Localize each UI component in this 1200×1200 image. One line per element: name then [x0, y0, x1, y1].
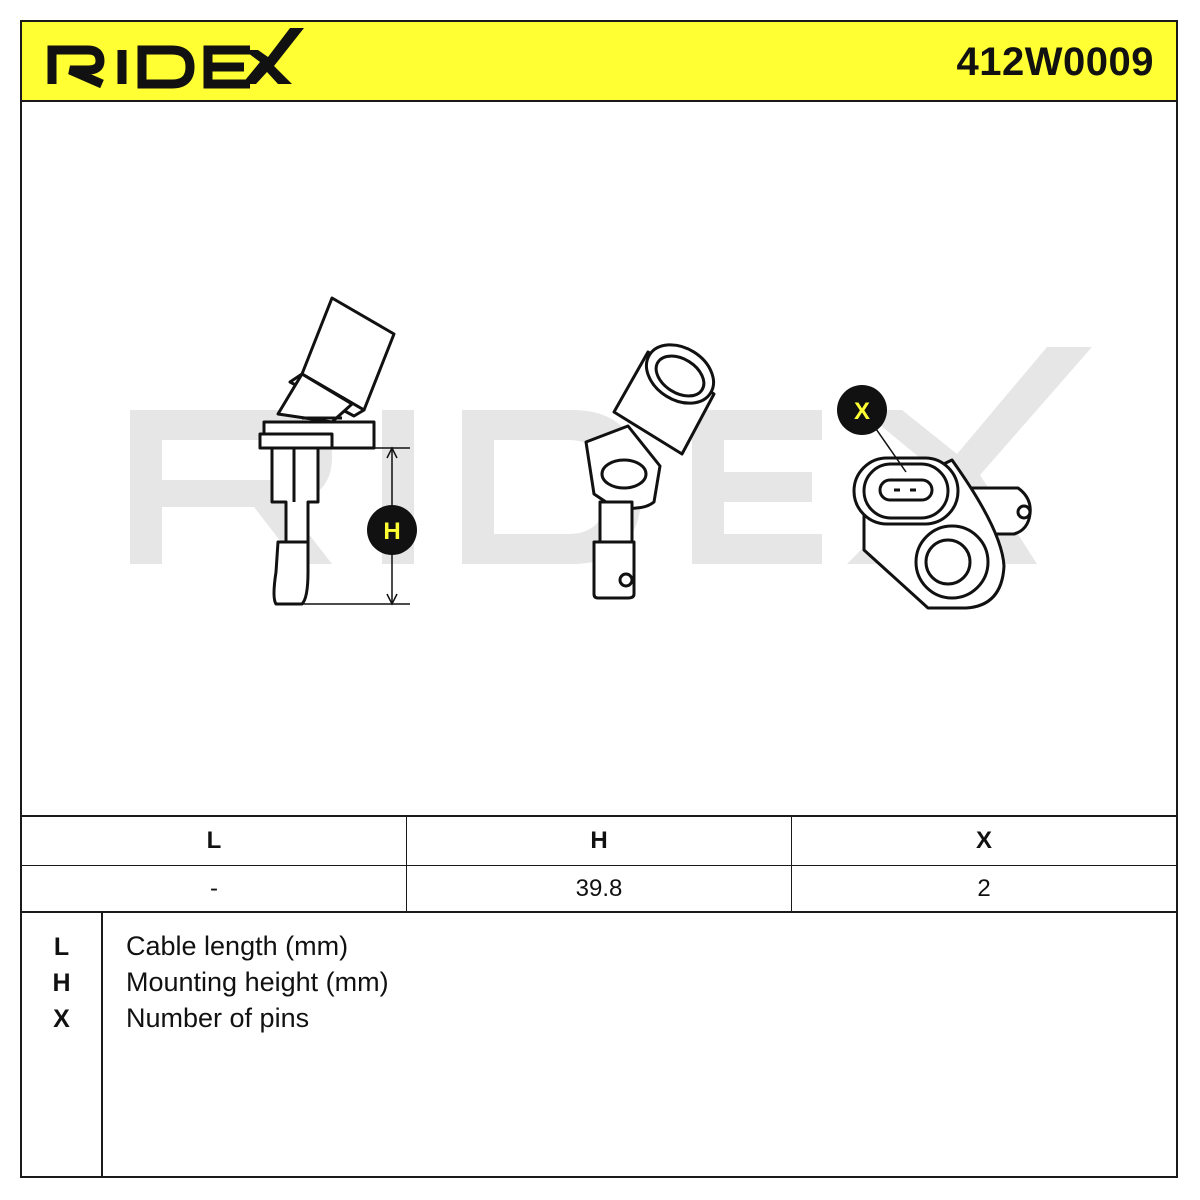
sensor-angled-view [584, 343, 716, 600]
callout-x-badge [837, 385, 887, 435]
callout-h-label: H [383, 518, 400, 545]
spec-table: L H X - 39.8 2 [22, 815, 1176, 913]
legend-desc-h: Mounting height (mm) [126, 967, 389, 997]
spec-header-l: L [22, 817, 407, 865]
spec-value-x: 2 [977, 875, 991, 902]
part-number: 412W0009 [956, 40, 1154, 84]
spec-header-x: X [975, 827, 992, 854]
callout-h-badge [367, 505, 417, 555]
callout-x-leader [873, 425, 907, 473]
product-drawing: H [22, 102, 1176, 815]
ridex-logo [47, 28, 304, 89]
spec-value-row: - 39.8 2 [22, 865, 1176, 913]
header-bar: 412W0009 [22, 22, 1176, 102]
spec-value-l: - [22, 865, 407, 913]
legend-desc-l: Cable length (mm) [126, 931, 349, 961]
legend: L H X Cable length (mm) Mounting height … [22, 913, 1176, 1178]
legend-key-h: H [52, 969, 71, 997]
spec-value-h: 39.8 [407, 865, 792, 913]
sensor-illustration: H [130, 296, 1092, 610]
spec-header-h: H [407, 817, 792, 865]
legend-key-x: X [53, 1005, 70, 1033]
spec-header-row: L H X [22, 817, 1176, 866]
legend-desc-x: Number of pins [126, 1003, 310, 1033]
legend-key-column: L H X [22, 913, 103, 1178]
datasheet: 412W0009 [20, 20, 1178, 1178]
legend-key-l: L [53, 933, 70, 961]
sensor-connector-view [852, 456, 1032, 610]
sensor-side-view [258, 296, 396, 606]
callout-x-label: X [854, 398, 870, 425]
